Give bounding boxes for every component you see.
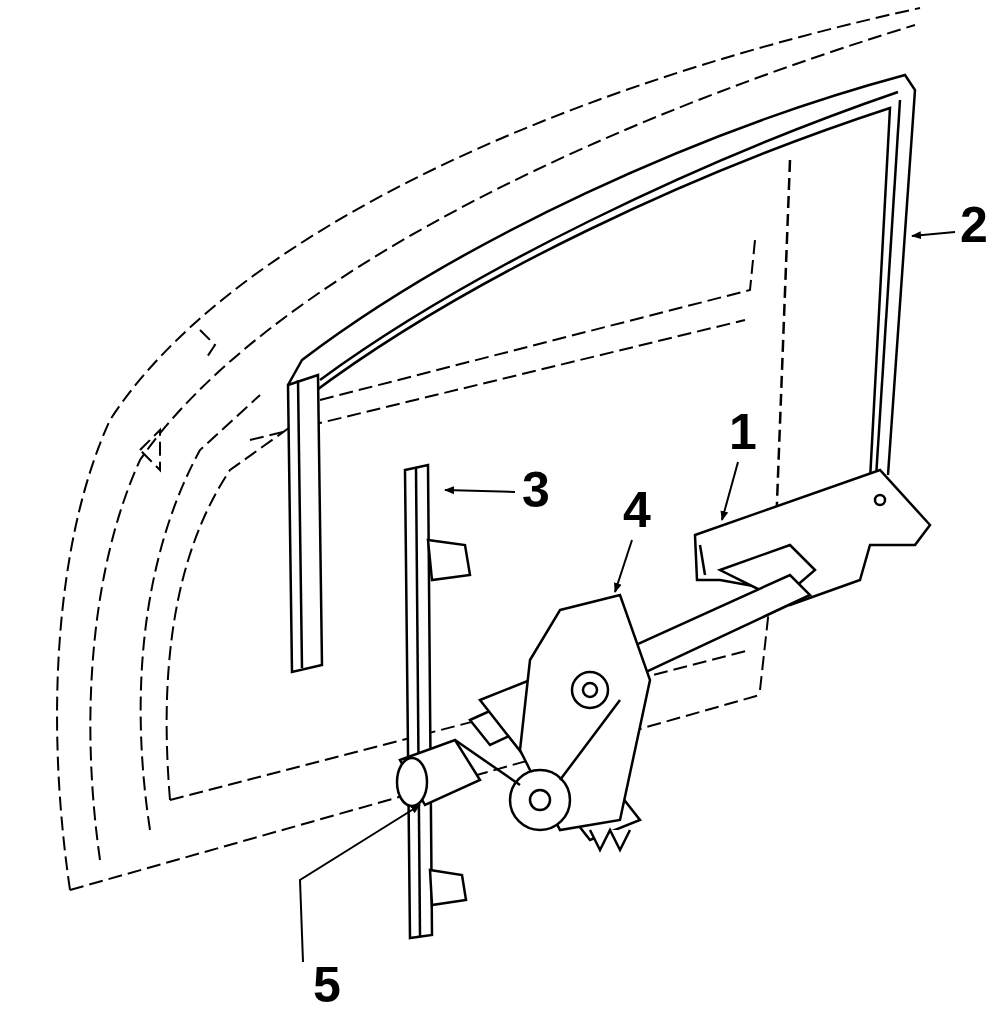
callout-number: 1	[729, 407, 757, 457]
run-channel	[405, 465, 470, 938]
callout-number: 2	[960, 200, 988, 250]
regulator	[470, 575, 810, 850]
callout-number: 3	[522, 465, 550, 515]
window-glass	[288, 75, 915, 555]
motor	[397, 740, 520, 806]
door-outline	[57, 8, 920, 890]
callout-number: 4	[623, 485, 651, 535]
leader-lines	[300, 232, 955, 962]
front-channel	[288, 375, 322, 672]
callout-number: 5	[313, 960, 341, 1010]
